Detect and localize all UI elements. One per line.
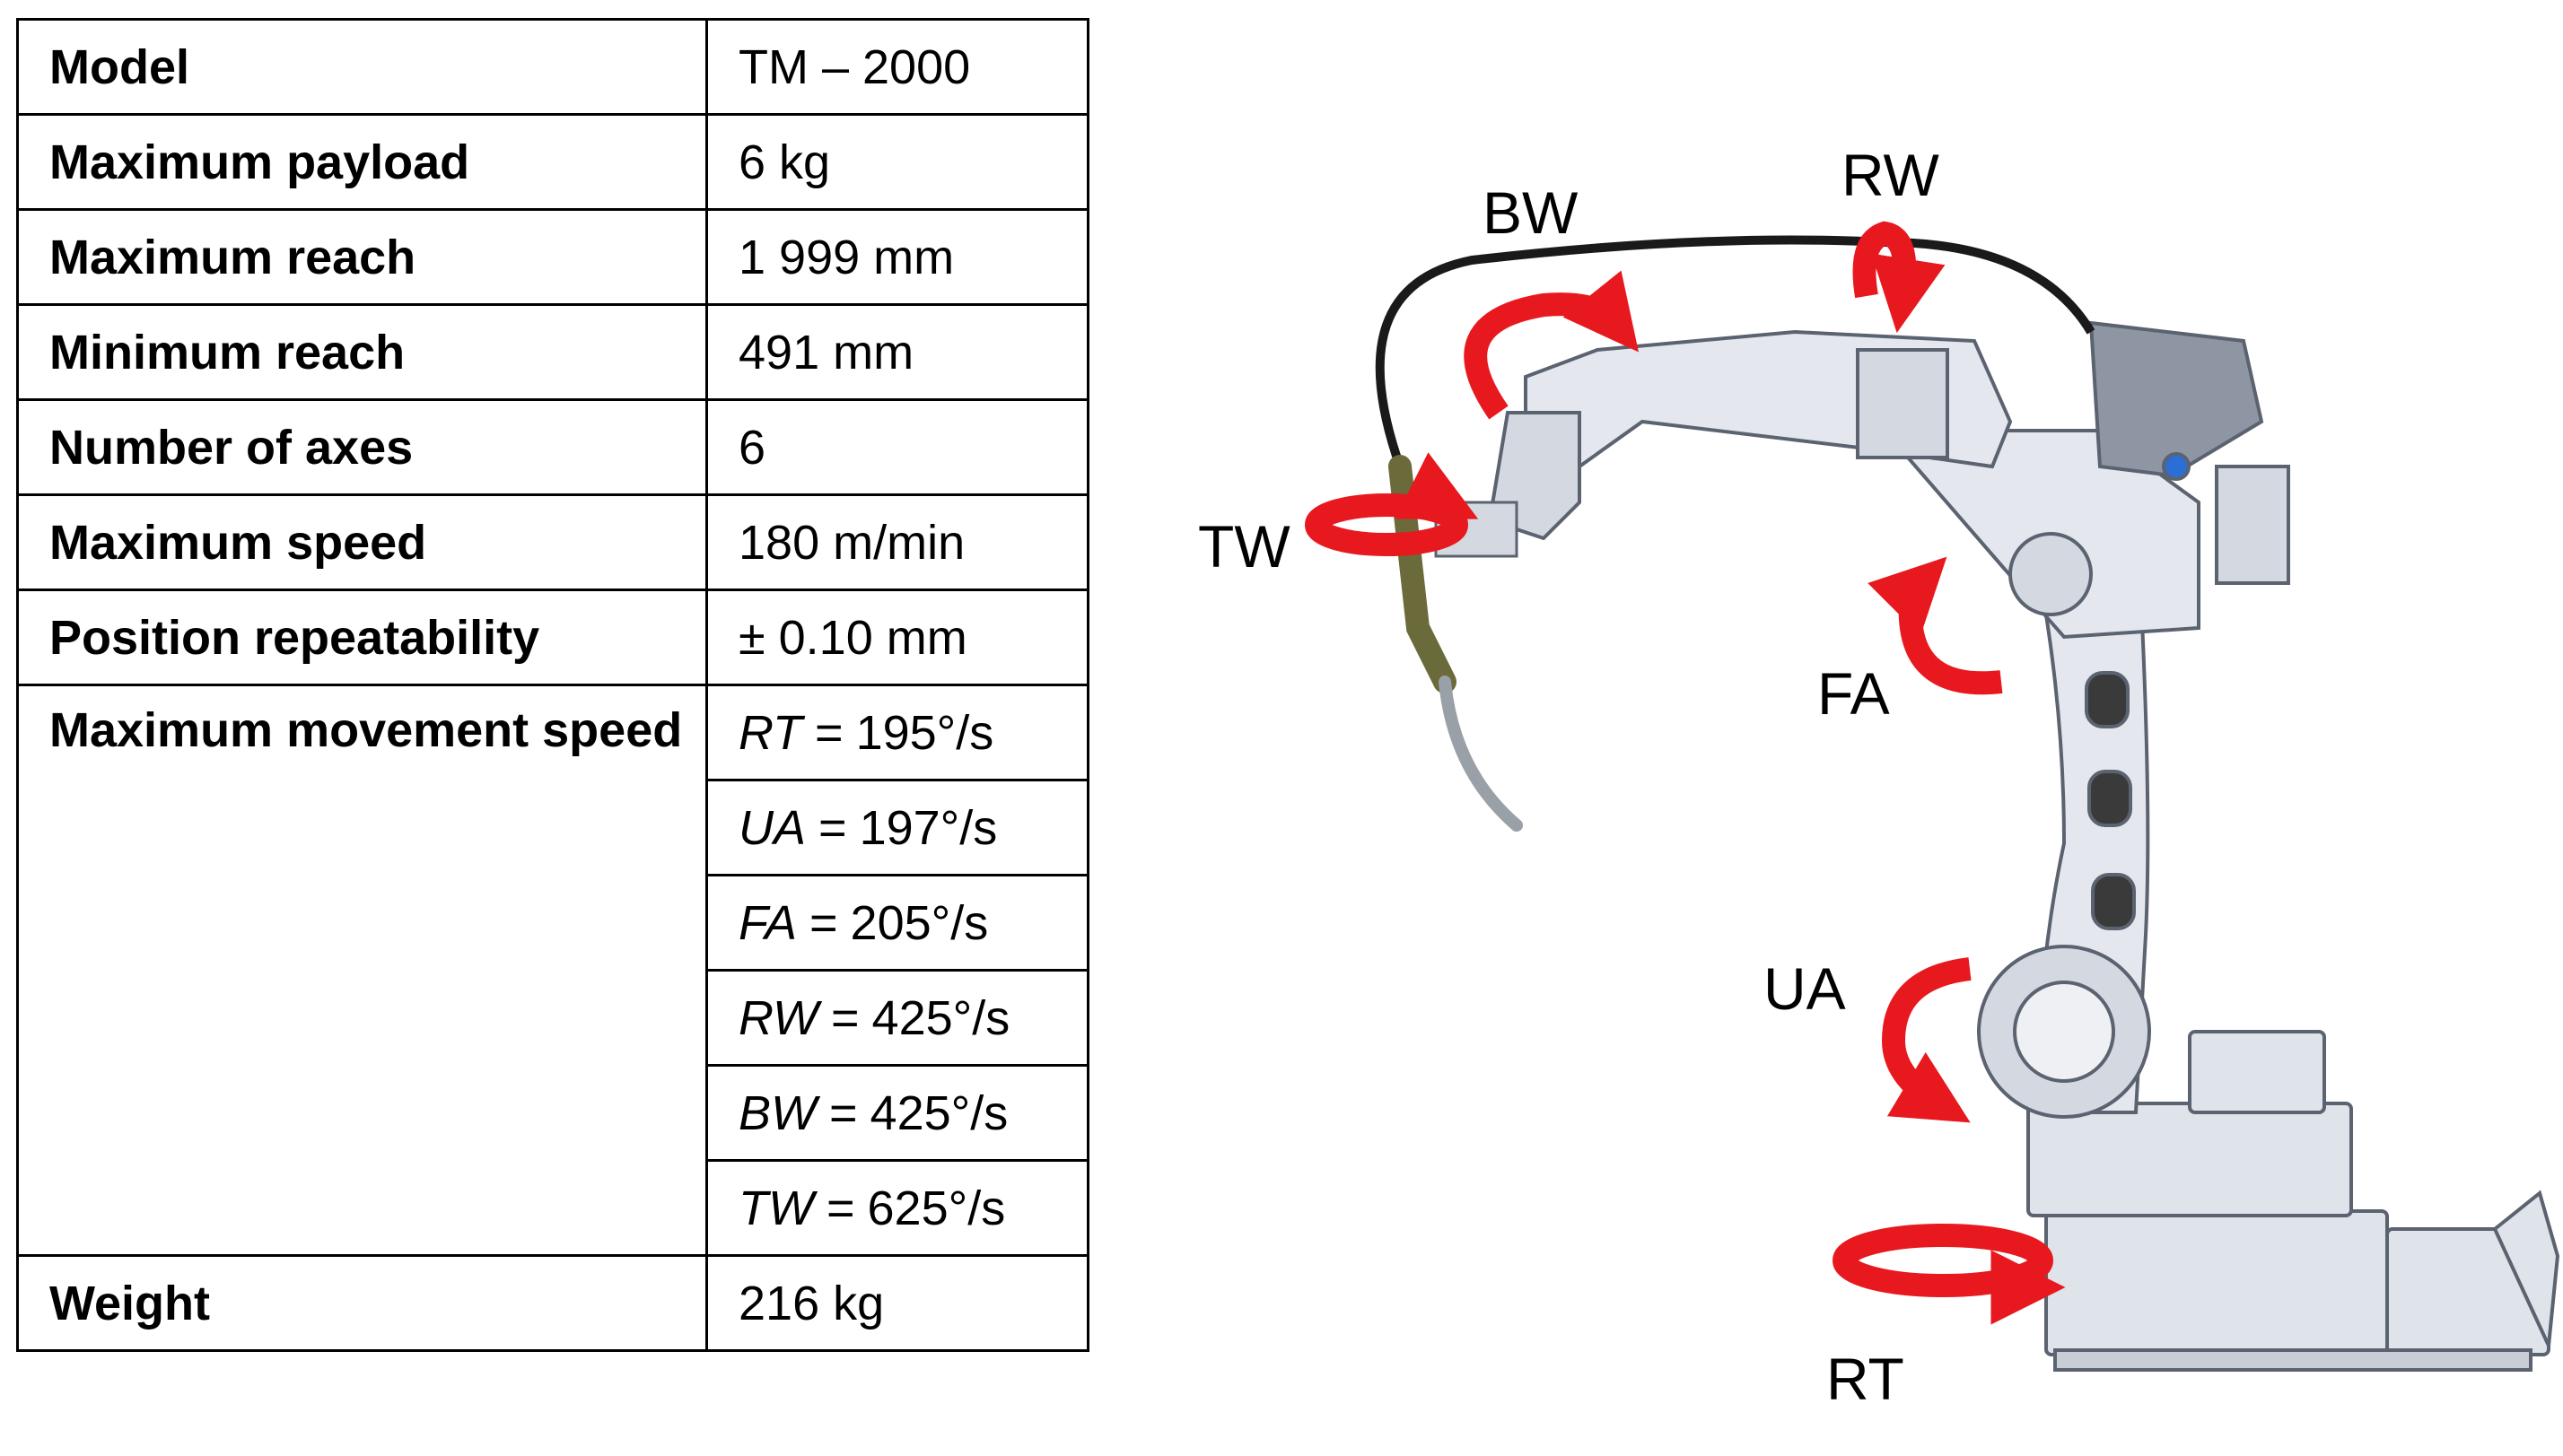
equals-sign: =: [815, 705, 844, 760]
welding-cable: [1375, 235, 2095, 468]
axis-label-ua: UA: [1763, 955, 1846, 1022]
movement-speed-ua: UA=197°/s: [705, 779, 1089, 876]
movement-speed-rt: RT=195°/s: [705, 684, 1089, 781]
robot-shoulder: [1880, 320, 2290, 640]
bw-rotation-arrow: [1464, 270, 1640, 420]
row-label: Maximum reach: [16, 208, 708, 306]
speed-value: 425°/s: [871, 990, 1010, 1045]
welding-robot-diagram: BW RW TW FA UA RT: [1198, 142, 2560, 1412]
speed-value: 425°/s: [870, 1085, 1009, 1140]
equals-sign: =: [826, 1181, 855, 1235]
row-label: Maximum payload: [16, 113, 708, 211]
axis-symbol: FA: [739, 895, 797, 950]
speed-value: 195°/s: [855, 705, 994, 760]
axis-label-rw: RW: [1841, 142, 1939, 208]
axis-symbol: UA: [739, 800, 807, 855]
row-label: Model: [16, 18, 708, 116]
axis-label-rt: RT: [1826, 1346, 1904, 1412]
rw-rotation-arrow: [1852, 221, 1946, 334]
speed-value: 205°/s: [850, 895, 989, 950]
row-value: 491 mm: [705, 303, 1089, 401]
row-label: Maximum speed: [16, 493, 708, 591]
axis-label-fa: FA: [1817, 660, 1890, 727]
row-label: Minimum reach: [16, 303, 708, 401]
table-row: FA=205°/s: [18, 874, 1089, 972]
table-row: Position repeatability± 0.10 mm: [16, 589, 1089, 686]
axis-symbol: RT: [739, 705, 803, 760]
fa-rotation-arrow: [1868, 556, 2003, 695]
table-row: Maximum movement speed RT=195°/s: [16, 684, 1089, 1257]
table-row: TW=625°/s: [18, 1159, 1089, 1257]
axis-label-bw: BW: [1483, 179, 1579, 246]
table-row: UA=197°/s: [18, 779, 1089, 876]
axis-symbol: BW: [739, 1085, 817, 1140]
axis-symbol: TW: [739, 1181, 814, 1235]
speed-value: 197°/s: [859, 800, 998, 855]
movement-speed-tw: TW=625°/s: [705, 1159, 1089, 1257]
row-value: TM – 2000: [705, 18, 1089, 116]
row-value: 216 kg: [705, 1254, 1089, 1352]
axis-symbol: RW: [739, 990, 818, 1045]
table-row: BW=425°/s: [18, 1064, 1089, 1162]
row-value: 1 999 mm: [705, 208, 1089, 306]
row-label: Weight: [16, 1254, 708, 1352]
row-label: Number of axes: [16, 398, 708, 496]
movement-speed-rw: RW=425°/s: [705, 969, 1089, 1067]
equals-sign: =: [818, 800, 847, 855]
rotation-arrows: [1305, 221, 2066, 1325]
table-row: RW=425°/s: [18, 969, 1089, 1067]
equals-sign: =: [809, 895, 838, 950]
movement-speed-fa: FA=205°/s: [705, 874, 1089, 972]
equals-sign: =: [831, 990, 860, 1045]
robot-lower-arm: [1977, 500, 2151, 1119]
equals-sign: =: [829, 1085, 858, 1140]
movement-speed-bw: BW=425°/s: [705, 1064, 1089, 1162]
movement-speed-label: Maximum movement speed: [16, 684, 708, 1257]
robot-upper-arm: [1487, 329, 2013, 541]
ua-rotation-arrow: [1881, 957, 1972, 1123]
robot-base: [2026, 1030, 2560, 1372]
speed-value: 625°/s: [867, 1181, 1006, 1235]
row-label: Position repeatability: [16, 589, 708, 686]
row-value: ± 0.10 mm: [705, 589, 1089, 686]
tw-rotation-arrow: [1305, 493, 1468, 556]
row-value: 6: [705, 398, 1089, 496]
axis-label-tw: TW: [1198, 513, 1290, 580]
row-value: 6 kg: [705, 113, 1089, 211]
row-value: 180 m/min: [705, 493, 1089, 591]
